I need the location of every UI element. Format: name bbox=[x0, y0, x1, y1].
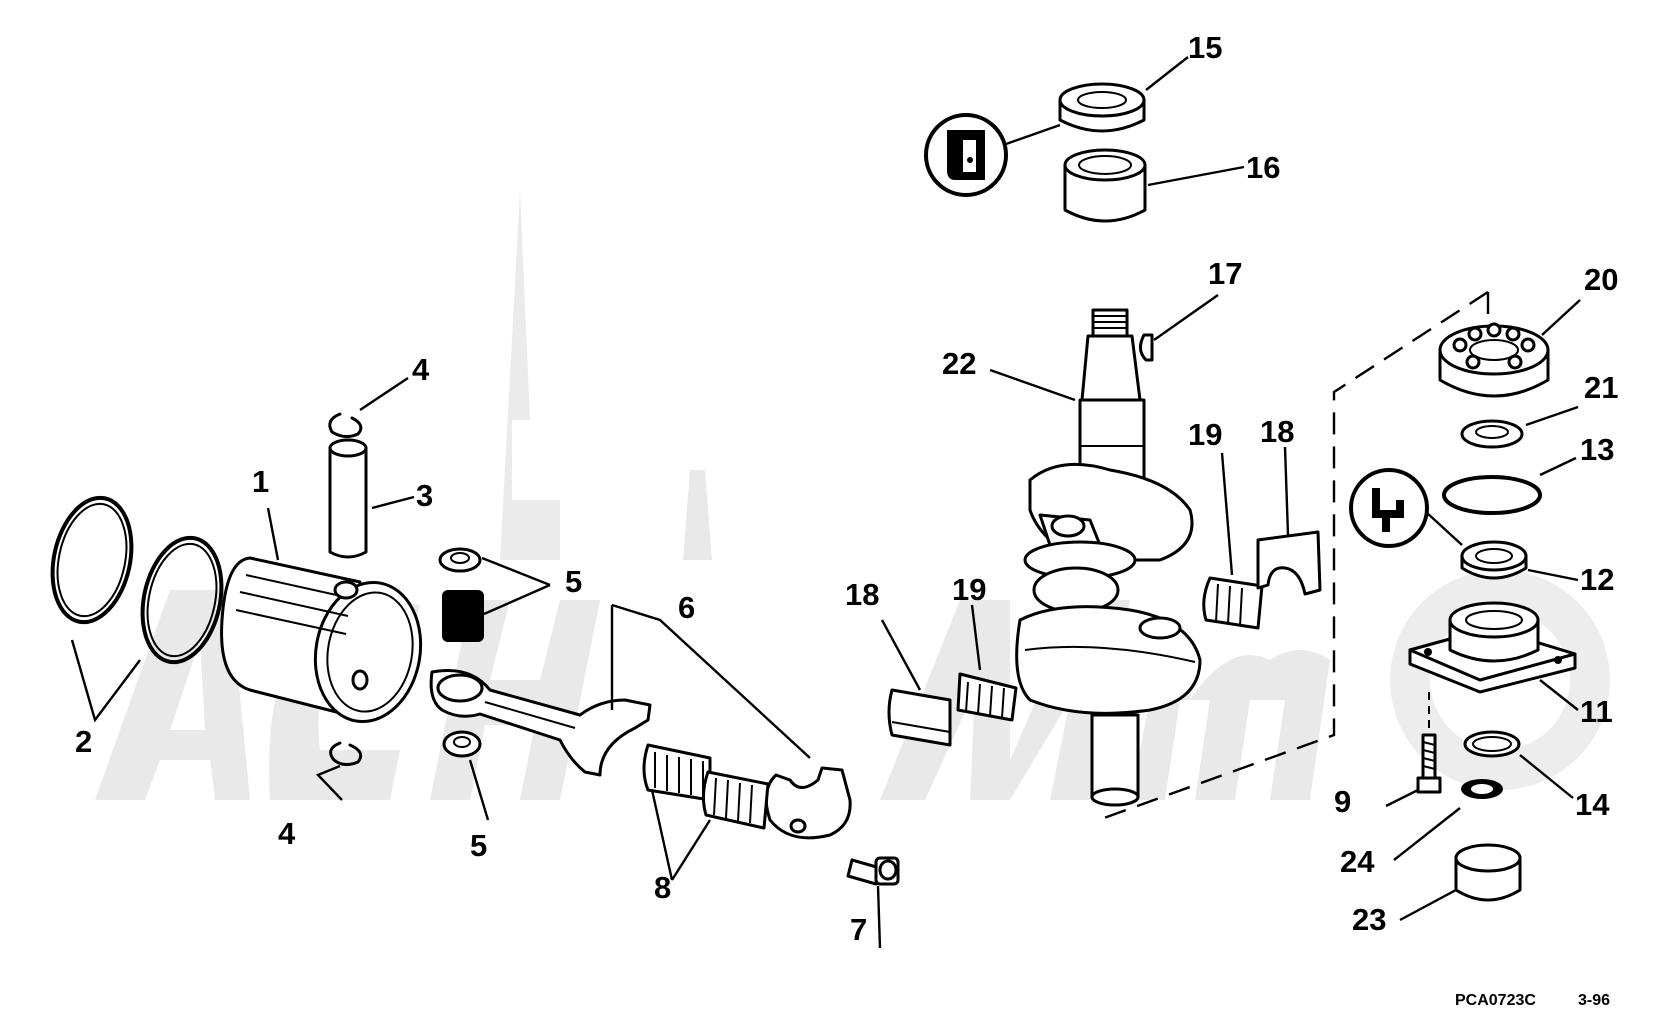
callout-11: 11 bbox=[1580, 694, 1613, 729]
piston bbox=[220, 556, 423, 724]
o-ring bbox=[1442, 475, 1542, 515]
assembly-boundary bbox=[1103, 290, 1490, 820]
callout-3: 3 bbox=[416, 478, 433, 513]
connecting-rod bbox=[429, 668, 852, 840]
drawing-revision: 3-96 bbox=[1578, 992, 1610, 1009]
cup bbox=[1454, 843, 1522, 902]
pin-retaining-rings bbox=[328, 412, 363, 767]
callout-19-left: 19 bbox=[952, 572, 986, 607]
callout-9: 9 bbox=[1334, 784, 1351, 819]
big-end-bearing-cages bbox=[642, 743, 770, 830]
lubricant-gear-icon bbox=[1349, 468, 1429, 548]
lower-bearing-housing bbox=[1408, 601, 1577, 694]
callout-8: 8 bbox=[654, 870, 671, 905]
callout-6: 6 bbox=[678, 590, 695, 625]
callout-23: 23 bbox=[1352, 902, 1386, 937]
piston-rings bbox=[50, 495, 224, 665]
callout-17: 17 bbox=[1208, 256, 1242, 291]
callout-5-bottom: 5 bbox=[470, 828, 487, 863]
lower-seal bbox=[1460, 540, 1528, 580]
upper-seal-and-bearing bbox=[1058, 82, 1147, 223]
callout-16: 16 bbox=[1246, 150, 1280, 185]
callout-7: 7 bbox=[850, 912, 867, 947]
seal-ring bbox=[1461, 779, 1503, 799]
leader-lines bbox=[70, 56, 1581, 949]
callout-19-right: 19 bbox=[1188, 417, 1222, 452]
drawing-code: PCA0723C bbox=[1455, 992, 1536, 1009]
callout-4-bottom: 4 bbox=[278, 816, 296, 851]
crankshaft bbox=[1015, 308, 1202, 807]
ball-bearing bbox=[1438, 322, 1550, 398]
callout-14: 14 bbox=[1575, 787, 1610, 822]
rod-bolt bbox=[846, 856, 900, 886]
callout-1: 1 bbox=[252, 464, 269, 499]
callout-12: 12 bbox=[1580, 562, 1614, 597]
callout-18-left: 18 bbox=[845, 577, 879, 612]
callout-13: 13 bbox=[1580, 432, 1614, 467]
small-o-ring bbox=[1463, 730, 1521, 758]
callout-18-right: 18 bbox=[1260, 414, 1294, 449]
callout-22: 22 bbox=[942, 346, 976, 381]
callout-21: 21 bbox=[1584, 370, 1618, 405]
callout-4-top: 4 bbox=[412, 352, 430, 387]
main-bearing-left bbox=[887, 672, 1018, 747]
callout-24: 24 bbox=[1340, 844, 1375, 879]
drawing-code-block: PCA0723C 3-96 bbox=[1455, 992, 1610, 1009]
main-bearing-right bbox=[1202, 530, 1322, 630]
callout-20: 20 bbox=[1584, 262, 1618, 297]
callout-2: 2 bbox=[75, 724, 92, 759]
callout-15: 15 bbox=[1188, 30, 1222, 65]
bearing-retainer-ring bbox=[1460, 419, 1524, 449]
small-end-bearing bbox=[438, 547, 484, 758]
callout-labels: 1 2 3 4 4 5 5 6 7 8 9 11 12 13 14 15 16 … bbox=[75, 30, 1618, 947]
sealant-tube-icon bbox=[924, 113, 1008, 197]
piston-pin bbox=[328, 438, 368, 559]
callout-5-top: 5 bbox=[565, 564, 582, 599]
housing-screw bbox=[1416, 692, 1442, 794]
woodruff-key bbox=[1139, 333, 1154, 362]
